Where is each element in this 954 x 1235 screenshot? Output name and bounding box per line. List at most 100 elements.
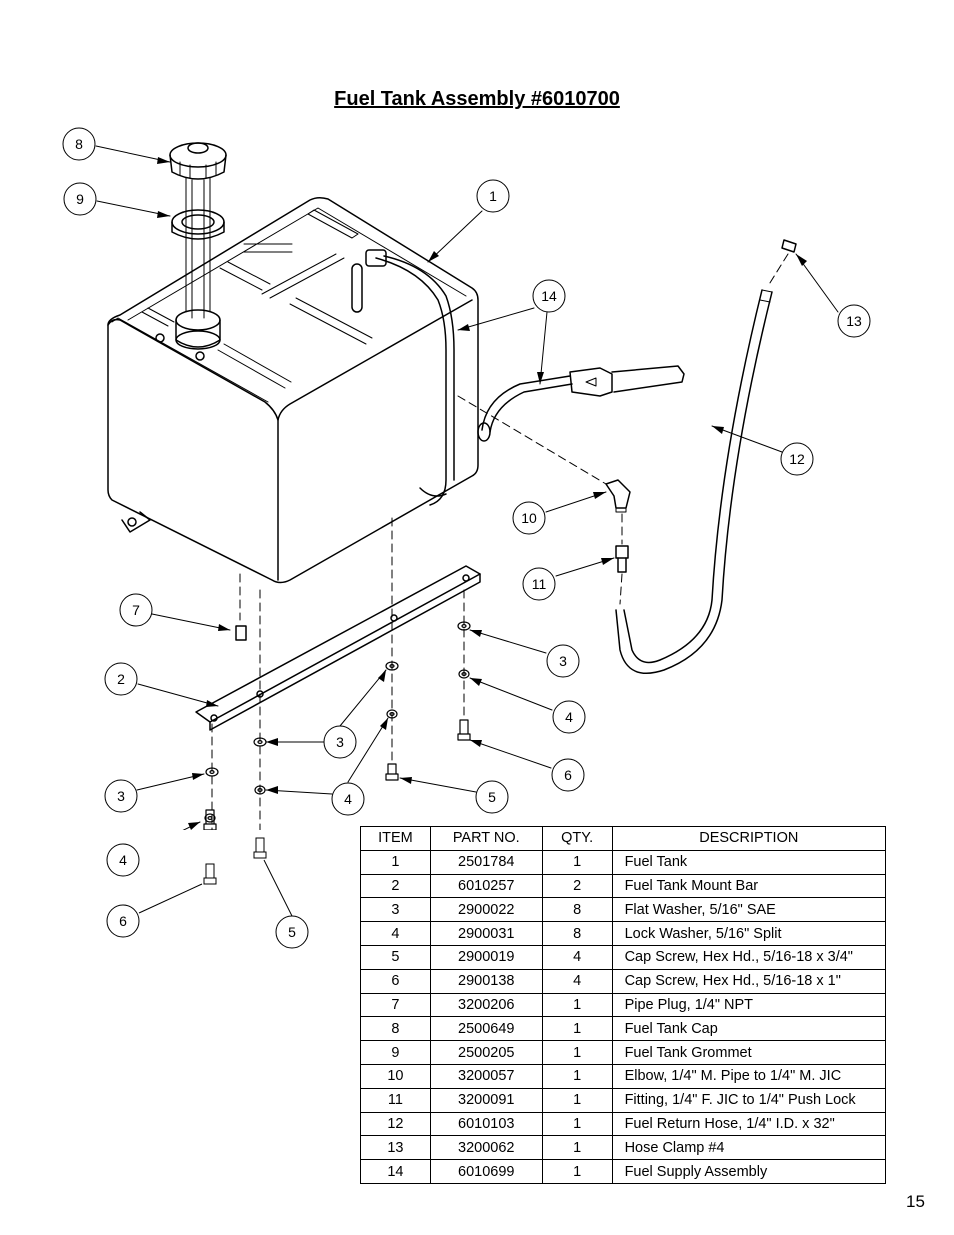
callout-6-right: 6: [564, 767, 572, 783]
callout-14: 14: [541, 288, 557, 304]
callout-5-left: 5: [288, 924, 296, 940]
row-qty: 1: [541, 1159, 613, 1184]
row-qty: 1: [541, 849, 613, 875]
leader-arrowheads: [157, 157, 807, 830]
row-qty: 1: [541, 992, 613, 1018]
row-description: Elbow, 1/4" M. Pipe to 1/4" M. JIC: [611, 1063, 887, 1089]
row-qty: 8: [541, 921, 613, 946]
row-part-no: 2501784: [429, 849, 543, 875]
row-part-no: 6010103: [429, 1111, 543, 1137]
callout-12: 12: [789, 451, 805, 467]
row-item: 8: [360, 1016, 431, 1042]
row-item: 9: [360, 1040, 431, 1065]
row-description: Lock Washer, 5/16" Split: [611, 921, 887, 946]
row-qty: 1: [541, 1016, 613, 1042]
row-description: Fuel Tank Grommet: [611, 1040, 887, 1065]
fuel-return-hose: [615, 289, 773, 674]
callout-4-right: 4: [565, 709, 573, 725]
callout-13: 13: [846, 313, 862, 329]
pickup-tubes: [185, 177, 211, 319]
row-part-no: 3200091: [429, 1087, 543, 1113]
row-item: 3: [360, 897, 431, 923]
row-part-no: 3200206: [429, 992, 543, 1018]
fuel-tank: [107, 196, 479, 584]
row-item: 12: [360, 1111, 431, 1137]
row-description: Fuel Supply Assembly: [611, 1159, 887, 1184]
row-part-no: 2500649: [429, 1016, 543, 1042]
callout-10: 10: [521, 510, 537, 526]
row-description: Pipe Plug, 1/4" NPT: [611, 992, 887, 1018]
row-item: 2: [360, 873, 431, 899]
row-qty: 2: [541, 873, 613, 899]
row-item: 4: [360, 921, 431, 946]
exploded-view-drawing: 8 9 1 14 13 12 10 11 7 2 3 4 6 3 4 5: [62, 127, 871, 830]
callout-8: 8: [75, 136, 83, 152]
row-part-no: 2900031: [429, 921, 543, 946]
callout-3-center: 3: [336, 734, 344, 750]
row-item: 13: [360, 1135, 431, 1161]
callout-3-right: 3: [559, 653, 567, 669]
callout-11: 11: [532, 576, 547, 592]
row-part-no: 2900138: [429, 968, 543, 994]
row-item: 6: [360, 968, 431, 994]
row-item: 1: [360, 849, 431, 875]
push-lock-fitting: [615, 545, 629, 573]
row-item: 7: [360, 992, 431, 1018]
row-qty: 1: [541, 1087, 613, 1113]
row-qty: 4: [541, 944, 613, 970]
row-description: Flat Washer, 5/16" SAE: [611, 897, 887, 923]
fuel-tank-mount-bar: [195, 565, 481, 731]
row-qty: 1: [541, 1111, 613, 1137]
row-item: 14: [360, 1159, 431, 1184]
row-qty: 1: [541, 1135, 613, 1161]
callout-7: 7: [132, 602, 140, 618]
row-item: 10: [360, 1063, 431, 1089]
row-qty: 4: [541, 968, 613, 994]
row-part-no: 6010257: [429, 873, 543, 899]
centerlines: [211, 253, 789, 830]
fuel-tank-cap: [169, 142, 227, 180]
row-description: Cap Screw, Hex Hd., 5/16-18 x 1": [611, 968, 887, 994]
fuel-supply-hose: [365, 249, 685, 506]
row-description: Fuel Tank: [611, 849, 887, 875]
row-description: Fitting, 1/4" F. JIC to 1/4" Push Lock: [611, 1087, 887, 1113]
row-description: Fuel Return Hose, 1/4" I.D. x 32": [611, 1111, 887, 1137]
row-item: 5: [360, 944, 431, 970]
header-part-no: PART NO.: [429, 826, 543, 851]
table-header-row: ITEM PART NO. QTY. DESCRIPTION: [360, 826, 887, 851]
callout-5-center: 5: [488, 789, 496, 805]
row-part-no: 3200062: [429, 1135, 543, 1161]
callout-4-left: 4: [119, 852, 127, 868]
callout-4-center: 4: [344, 791, 352, 807]
row-qty: 8: [541, 897, 613, 923]
header-description: DESCRIPTION: [611, 826, 887, 851]
callout-9: 9: [76, 191, 84, 207]
row-description: Hose Clamp #4: [611, 1135, 887, 1161]
callout-6-left: 6: [119, 913, 127, 929]
row-part-no: 2500205: [429, 1040, 543, 1065]
row-description: Cap Screw, Hex Hd., 5/16-18 x 3/4": [611, 944, 887, 970]
callout-1: 1: [489, 188, 497, 204]
fuel-tank-grommet: [171, 209, 225, 240]
elbow-fitting: [605, 479, 631, 513]
row-qty: 1: [541, 1040, 613, 1065]
callout-2: 2: [117, 671, 125, 687]
header-item: ITEM: [360, 826, 431, 851]
hose-clamp: [781, 239, 797, 253]
page-number: 15: [906, 1192, 925, 1211]
row-description: Fuel Tank Mount Bar: [611, 873, 887, 899]
pipe-plug: [235, 625, 247, 641]
